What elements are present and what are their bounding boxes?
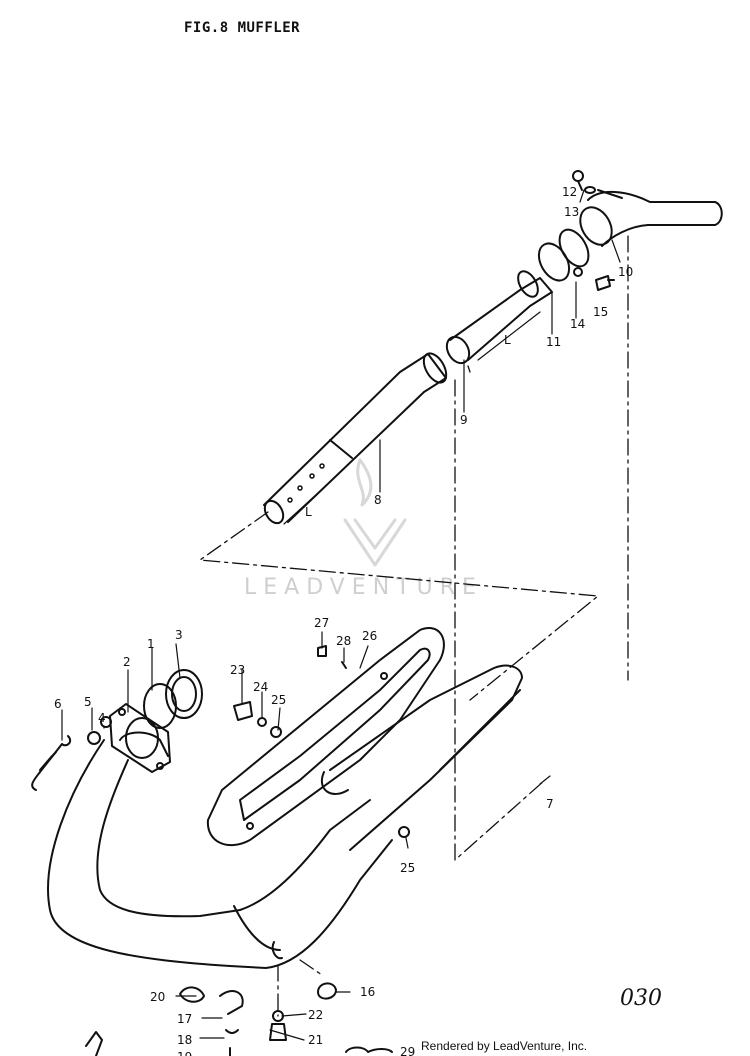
callout-25b: 25: [400, 861, 415, 875]
flange-nuts: [87, 716, 112, 745]
dimension-label-l-lower: L: [305, 505, 312, 519]
callout-12: 12: [562, 185, 577, 199]
callout-28: 28: [336, 634, 351, 648]
callout-27: 27: [314, 616, 329, 630]
figure-title: FIG.8 MUFFLER: [184, 20, 301, 36]
lower-bracket-parts: [85, 982, 393, 1056]
exhaust-flange: [109, 703, 171, 773]
callout-17: 17: [177, 1012, 192, 1026]
tailpipe-end: [579, 189, 723, 247]
callout-23: 23: [230, 663, 245, 677]
bolt-15: [595, 275, 615, 291]
leader-lines: [61, 189, 621, 1041]
callout-2: 2: [123, 655, 131, 669]
callout-numbers: 1 2 3 4 5 6 7 8 9 10 11 12 13 14 15 16 1…: [54, 185, 633, 1056]
callout-14: 14: [570, 317, 585, 331]
spring: [31, 735, 72, 791]
callout-11: 11: [546, 335, 561, 349]
heat-shield: [206, 627, 445, 847]
watermark-text: LEADVENTURE: [244, 575, 483, 600]
callout-6: 6: [54, 697, 62, 711]
callout-25a: 25: [271, 693, 286, 707]
bolt-12: [572, 170, 596, 194]
muffler-body: [321, 664, 523, 851]
callout-13: 13: [564, 205, 579, 219]
callout-21: 21: [308, 1033, 323, 1047]
callout-29: 29: [400, 1045, 415, 1056]
callout-18: 18: [177, 1033, 192, 1047]
callout-15: 15: [593, 305, 608, 319]
callout-19: 19: [177, 1050, 192, 1056]
callout-8: 8: [374, 493, 382, 507]
dimension-markers: [283, 311, 541, 525]
callout-5: 5: [84, 695, 92, 709]
callout-4: 4: [98, 711, 106, 725]
callout-20: 20: [150, 990, 165, 1004]
clamp-rings: [537, 228, 590, 282]
inner-baffle-pipe: [263, 352, 448, 525]
callout-10: 10: [618, 265, 633, 279]
callout-16: 16: [360, 985, 375, 999]
callout-26: 26: [362, 629, 377, 643]
page-number: 030: [620, 986, 662, 1011]
callout-22: 22: [308, 1008, 323, 1022]
callout-1: 1: [147, 637, 155, 651]
rendered-by-footer: Rendered by LeadVenture, Inc.: [421, 1039, 588, 1053]
watermark-logo: [343, 458, 407, 567]
exhaust-pipe: [47, 731, 393, 969]
assembly-centerlines: [199, 235, 629, 1017]
connector-pipe: [445, 270, 553, 365]
callout-3: 3: [175, 628, 183, 642]
gaskets: [143, 669, 203, 729]
callout-7: 7: [546, 797, 554, 811]
callout-9: 9: [460, 413, 468, 427]
dimension-label-l-upper: L: [504, 333, 511, 347]
callout-24: 24: [253, 680, 268, 694]
